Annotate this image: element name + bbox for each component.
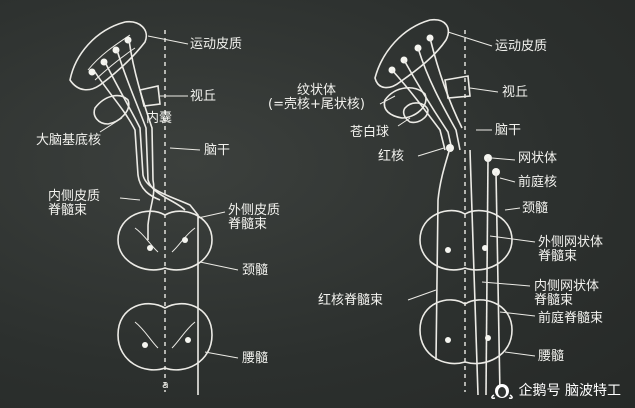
label-left-brainstem: 脑干 bbox=[204, 143, 231, 158]
left-fiber-2 bbox=[104, 61, 199, 395]
right-cervical-cord bbox=[419, 209, 513, 271]
watermark-text: 企鹅号 脑波特工 bbox=[518, 383, 621, 399]
label-right-brainstem: 脑干 bbox=[495, 123, 522, 138]
right-fiber-2 bbox=[403, 59, 453, 151]
right-medial-tract bbox=[469, 149, 479, 396]
label-right-lateral-reticulospinal: 外侧网状体 脊髓束 bbox=[538, 235, 604, 264]
right-cortex bbox=[374, 18, 450, 89]
label-right-cervical: 颈髓 bbox=[522, 201, 549, 216]
label-right-striatum: 纹状体 (=壳核+尾状核) bbox=[268, 83, 365, 112]
right-lumbar-cord bbox=[419, 299, 513, 365]
penguin-logo-icon bbox=[490, 384, 513, 399]
label-panel-letter: a bbox=[162, 378, 169, 391]
label-left-internal-capsule: 内囊 bbox=[146, 111, 173, 126]
right-rubrospinal-tract bbox=[435, 147, 451, 361]
label-left-motor-cortex: 运动皮质 bbox=[190, 37, 243, 52]
label-left-cervical: 颈髓 bbox=[242, 263, 269, 278]
right-fiber-4 bbox=[429, 37, 463, 129]
left-lumbar-cord bbox=[117, 303, 213, 371]
label-left-basal-nuclei: 大脑基底核 bbox=[36, 133, 102, 148]
label-right-vestibulospinal: 前庭脊髓束 bbox=[538, 311, 604, 326]
label-right-red-nucleus: 红核 bbox=[378, 149, 405, 164]
right-reticulospinal-tract bbox=[485, 157, 489, 396]
label-left-lumbar: 腰髓 bbox=[242, 351, 269, 366]
right-thalamus bbox=[444, 75, 471, 99]
label-right-vestibular-nucleus: 前庭核 bbox=[518, 175, 558, 190]
label-left-lateral-tract: 外侧皮质 脊髓束 bbox=[228, 203, 281, 232]
right-globus-pallidus bbox=[402, 102, 429, 124]
left-cervical-cord bbox=[117, 210, 213, 271]
label-right-medial-reticulospinal: 内侧网状体 脊髓束 bbox=[534, 279, 600, 308]
label-right-lumbar: 腰髓 bbox=[538, 349, 565, 364]
label-left-thalamus: 视丘 bbox=[190, 89, 217, 104]
left-cortex bbox=[69, 20, 147, 91]
label-right-globus-pallidus: 苍白球 bbox=[350, 125, 390, 140]
left-basal-nuclei bbox=[93, 94, 130, 125]
right-striatum bbox=[383, 87, 427, 119]
label-right-reticular-formation: 网状体 bbox=[518, 151, 558, 166]
left-fiber-3 bbox=[116, 49, 186, 211]
right-fiber-3 bbox=[417, 47, 461, 151]
left-fiber-1 bbox=[94, 71, 161, 201]
right-fiber-1 bbox=[391, 69, 446, 151]
label-right-motor-cortex: 运动皮质 bbox=[495, 39, 548, 54]
label-right-rubrospinal: 红核脊髓束 bbox=[318, 293, 384, 308]
label-right-thalamus: 视丘 bbox=[502, 85, 529, 100]
label-left-medial-tract: 内侧皮质 脊髓束 bbox=[48, 189, 101, 218]
left-lumbar-grey bbox=[134, 321, 196, 349]
left-thalamus bbox=[139, 85, 161, 107]
watermark: 企鹅号 脑波特工 bbox=[490, 380, 621, 400]
